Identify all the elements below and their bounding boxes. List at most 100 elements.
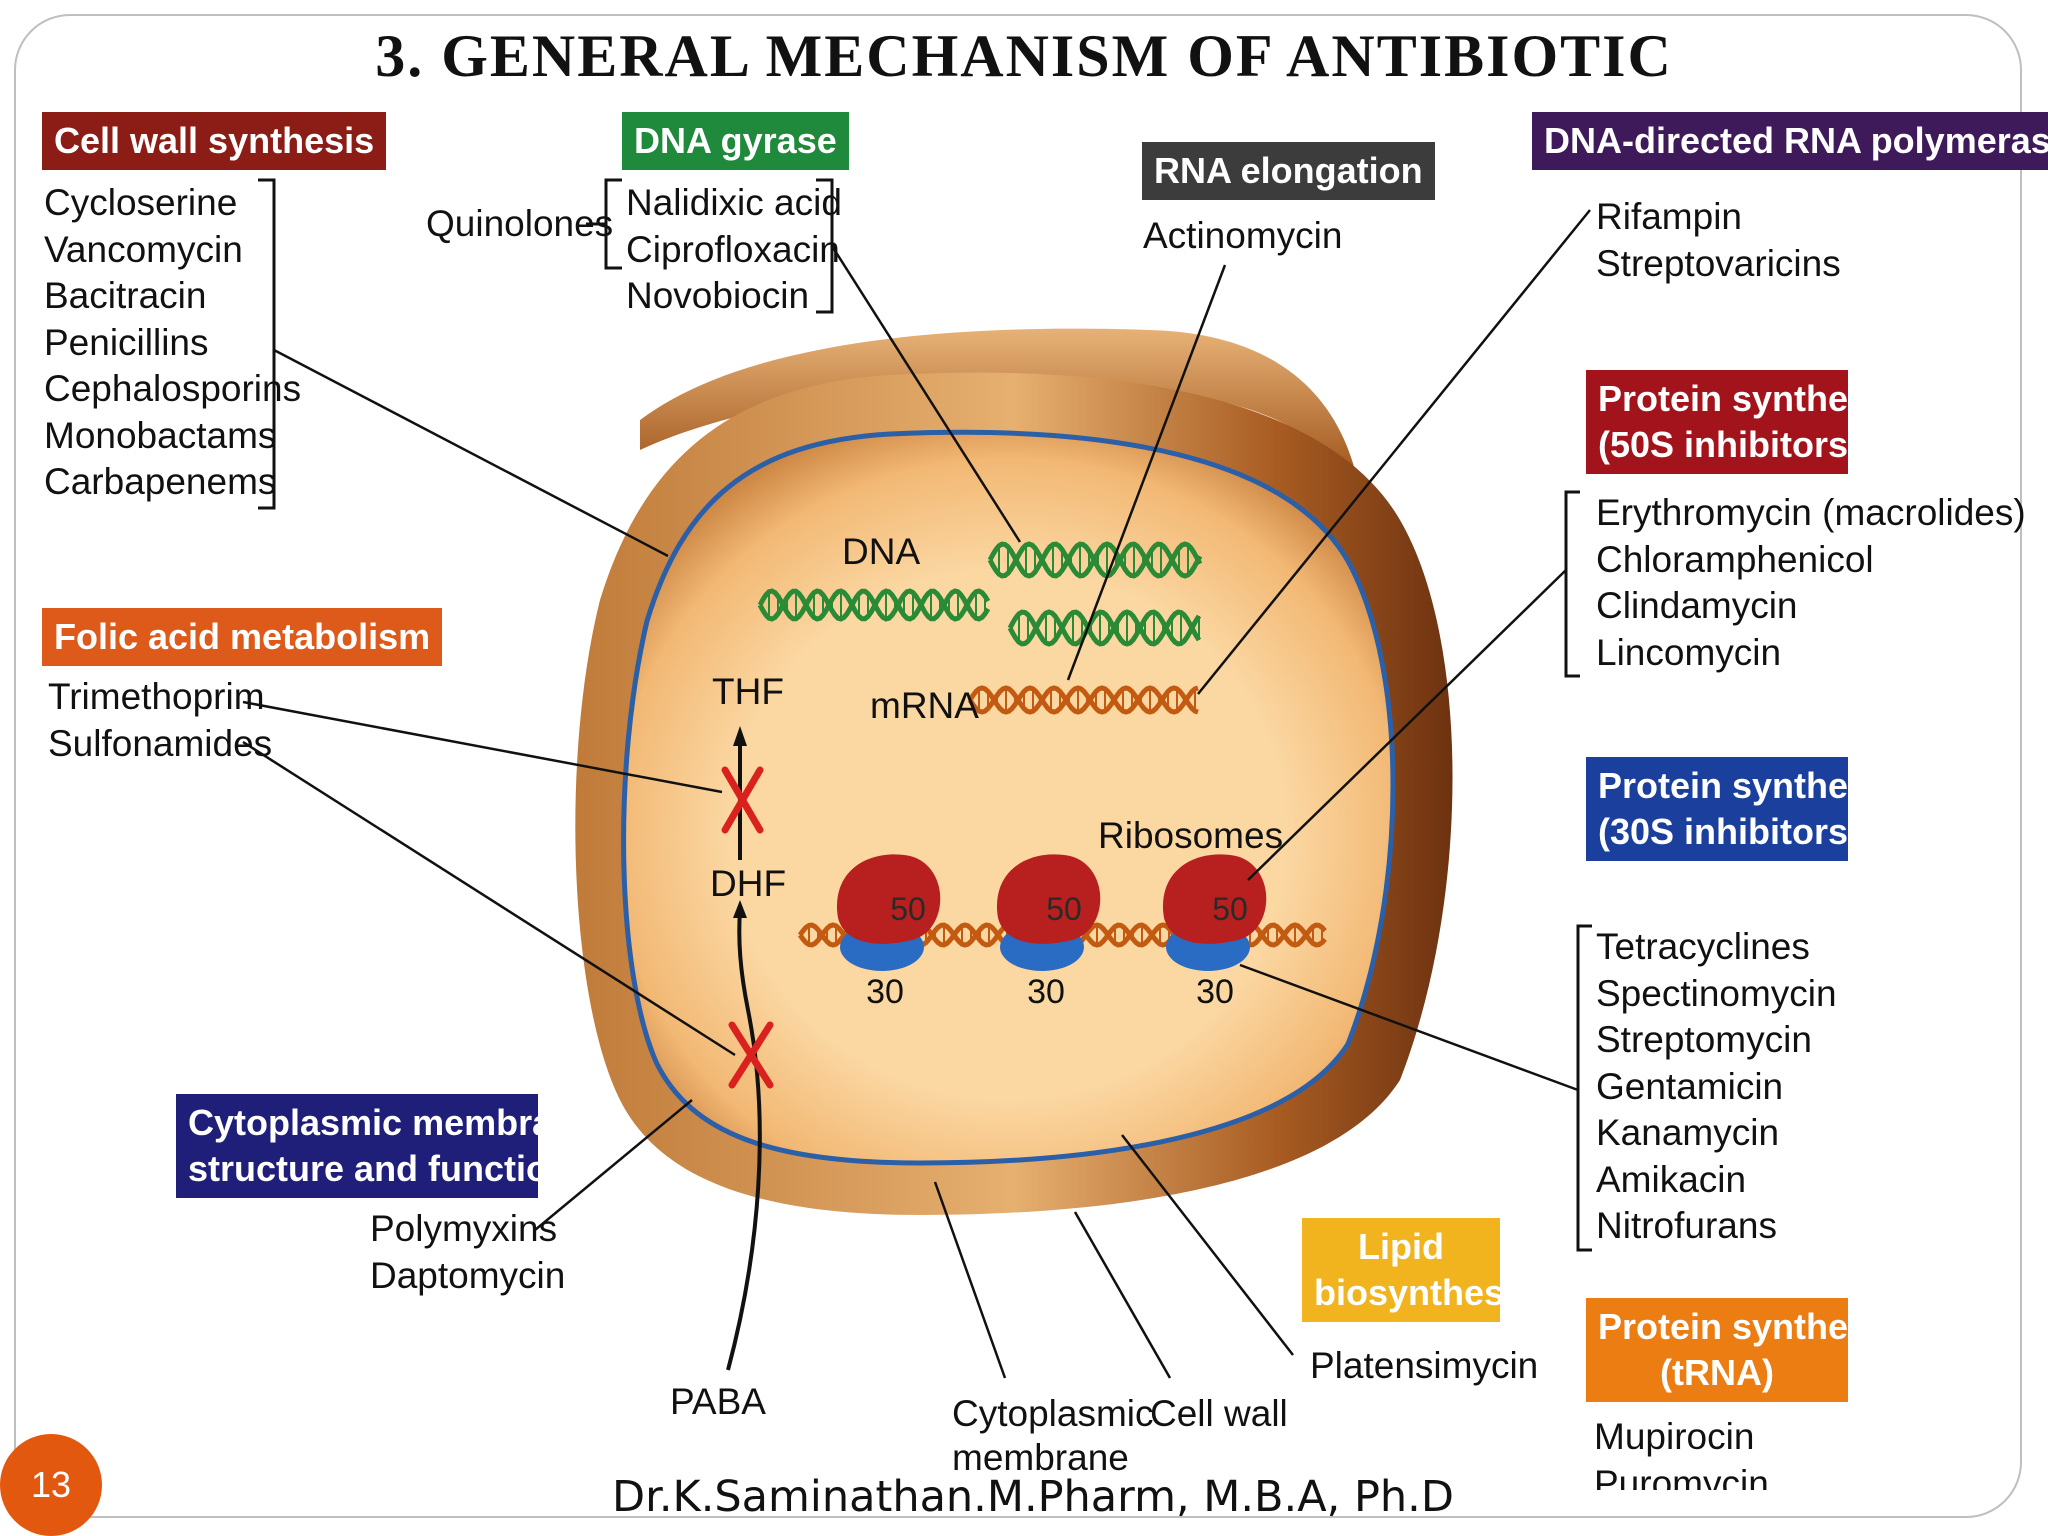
drug-item: Penicillins — [44, 321, 209, 363]
cell-wall-bracket — [258, 178, 276, 510]
drug-item: Puromycin — [1594, 1462, 1769, 1491]
label-line: Protein synthesis — [1598, 765, 1899, 806]
label-folic-acid-metabolism: Folic acid metabolism — [42, 608, 443, 666]
label-line: (30S inhibitors) — [1598, 811, 1861, 852]
drug-item: Clindamycin — [1596, 585, 1798, 626]
cell-wall-label: Cell wall — [1150, 1393, 1288, 1434]
label-line: structure and function — [188, 1148, 571, 1189]
label-protein-synthesis-50s: Protein synthesis (50S inhibitors) — [1586, 370, 1899, 474]
label-line: Cytoplasmic membrane — [188, 1102, 595, 1143]
label-rna-polymerase: DNA-directed RNA polymerase — [1532, 112, 2048, 170]
drug-item: Chloramphenicol — [1596, 538, 1874, 580]
author-credit: Dr.K.Saminathan.M.Pharm, M.B.A, Ph.D — [612, 1472, 1454, 1522]
drug-item: Novobiocin — [626, 275, 810, 316]
block-x-1 — [721, 766, 764, 834]
slide-frame — [14, 14, 2022, 1518]
ribosome-3-30: 30 — [1196, 973, 1234, 1011]
leader-trimethoprim — [242, 700, 723, 794]
cytoplasmic-membrane-label: Cytoplasmic membrane — [952, 1392, 1154, 1480]
label-line: Protein synthesis — [1598, 378, 1899, 419]
label-line: (tRNA) — [1660, 1352, 1774, 1393]
leader-dna-gyrase — [830, 245, 1022, 543]
mrna-label: mRNA — [870, 685, 979, 726]
drug-item: Erythromycin (macrolides) — [1596, 492, 2026, 533]
ribosome-1 — [836, 854, 941, 971]
list-rna-polymerase-drugs: Rifampin Streptovaricins — [1596, 194, 1841, 287]
leader-cell-wall-bottom — [1073, 1211, 1172, 1379]
drug-platensimycin: Platensimycin — [1310, 1345, 1539, 1386]
drug-item: Sulfonamides — [48, 722, 273, 764]
list-dna-gyrase-drugs: Nalidixic acid Ciprofloxacin Novobiocin — [626, 180, 842, 320]
list-membrane-drugs: Polymyxins Daptomycin — [370, 1206, 565, 1299]
drug-item: Nalidixic acid — [626, 182, 842, 223]
leader-lipid — [1121, 1134, 1294, 1356]
drug-item: Nitrofurans — [1596, 1205, 1777, 1246]
slide-title: 3. GENERAL MECHANISM OF ANTIBIOTIC — [375, 23, 1673, 89]
drug-item: Polymyxins — [370, 1208, 558, 1249]
drug-item: Streptomycin — [1596, 1019, 1812, 1060]
mrna-strand — [967, 685, 1199, 715]
drug-item: Tetracyclines — [1596, 926, 1810, 967]
ribosome-1-50: 50 — [890, 891, 926, 927]
label-line: Protein synthesis — [1598, 1306, 1899, 1347]
label-line: (50S inhibitors) — [1598, 424, 1861, 465]
leader-rna-polymerase — [1197, 209, 1591, 695]
cytoplasmic-membrane-line — [621, 429, 1396, 1166]
drug-item: Vancomycin — [44, 228, 243, 270]
drug-actinomycin: Actinomycin — [1143, 215, 1343, 256]
ribosome-2 — [996, 854, 1101, 971]
drug-item: Streptovaricins — [1596, 242, 1841, 284]
label-cell-wall-synthesis: Cell wall synthesis — [42, 112, 387, 170]
drug-item: Monobactams — [44, 414, 277, 456]
leader-cytoplasmic-membrane — [933, 1181, 1007, 1379]
protein-30s-bracket — [1576, 924, 1592, 1252]
ribosome-3-50: 50 — [1212, 891, 1248, 927]
label-line: membrane — [952, 1437, 1129, 1478]
cell-top-rim — [640, 328, 1355, 470]
label-protein-synthesis-30s: Protein synthesis (30S inhibitors) — [1586, 757, 1899, 861]
list-folic-acid-drugs: Trimethoprim Sulfonamides — [48, 674, 272, 767]
ribosome-2-50: 50 — [1046, 891, 1082, 927]
drug-item: Bacitracin — [44, 275, 207, 316]
drug-item: Daptomycin — [370, 1254, 566, 1296]
paba-label: PABA — [670, 1381, 766, 1422]
label-cytoplasmic-membrane: Cytoplasmic membrane structure and funct… — [176, 1094, 595, 1198]
ribosome-3 — [1162, 854, 1267, 971]
leader-sulfonamides — [242, 740, 736, 1057]
ribosome-2-30: 30 — [1027, 973, 1065, 1011]
label-dna-gyrase: DNA gyrase — [622, 112, 849, 170]
dhf-label: DHF — [710, 863, 787, 904]
thf-arrowhead — [733, 726, 747, 746]
dna-helix — [757, 541, 1203, 647]
drug-item: Ciprofloxacin — [626, 228, 840, 270]
quinolones-label: Quinolones — [426, 203, 614, 244]
drug-item: Lincomycin — [1596, 631, 1782, 673]
protein-50s-bracket — [1564, 490, 1580, 678]
label-line: Cytoplasmic — [952, 1393, 1154, 1434]
dhf-arrowhead — [733, 900, 747, 918]
label-rna-elongation: RNA elongation — [1142, 142, 1435, 200]
drug-item: Mupirocin — [1594, 1416, 1755, 1457]
dna-label: DNA — [842, 531, 921, 572]
list-30s-drugs: Tetracyclines Spectinomycin Streptomycin… — [1596, 924, 1837, 1250]
list-50s-drugs: Erythromycin (macrolides) Chloramphenico… — [1596, 490, 2026, 676]
drug-item: Trimethoprim — [48, 676, 265, 717]
drug-item: Cycloserine — [44, 182, 238, 223]
leader-membrane — [534, 1099, 693, 1231]
quinolones-bracket-left — [586, 178, 622, 270]
block-x-2 — [728, 1021, 774, 1089]
drug-item: Gentamicin — [1596, 1065, 1784, 1107]
leader-30s — [1239, 963, 1579, 1092]
leader-actinomycin — [1066, 264, 1227, 681]
label-line: Lipid — [1358, 1226, 1444, 1267]
thf-label: THF — [712, 671, 784, 712]
label-protein-synthesis-trna: Protein synthesis (tRNA) — [1586, 1298, 1899, 1402]
trna-list-clip: Mupirocin Puromycin — [1590, 1414, 1890, 1490]
leader-cell-wall — [273, 348, 669, 558]
drug-item: Cephalosporins — [44, 368, 302, 409]
list-trna-drugs: Mupirocin Puromycin — [1594, 1414, 1769, 1490]
label-lipid-biosynthesis: Lipid biosynthesis — [1302, 1218, 1534, 1322]
drug-item: Rifampin — [1596, 196, 1742, 237]
drug-item: Amikacin — [1596, 1158, 1747, 1200]
drug-item: Carbapenems — [44, 461, 277, 502]
